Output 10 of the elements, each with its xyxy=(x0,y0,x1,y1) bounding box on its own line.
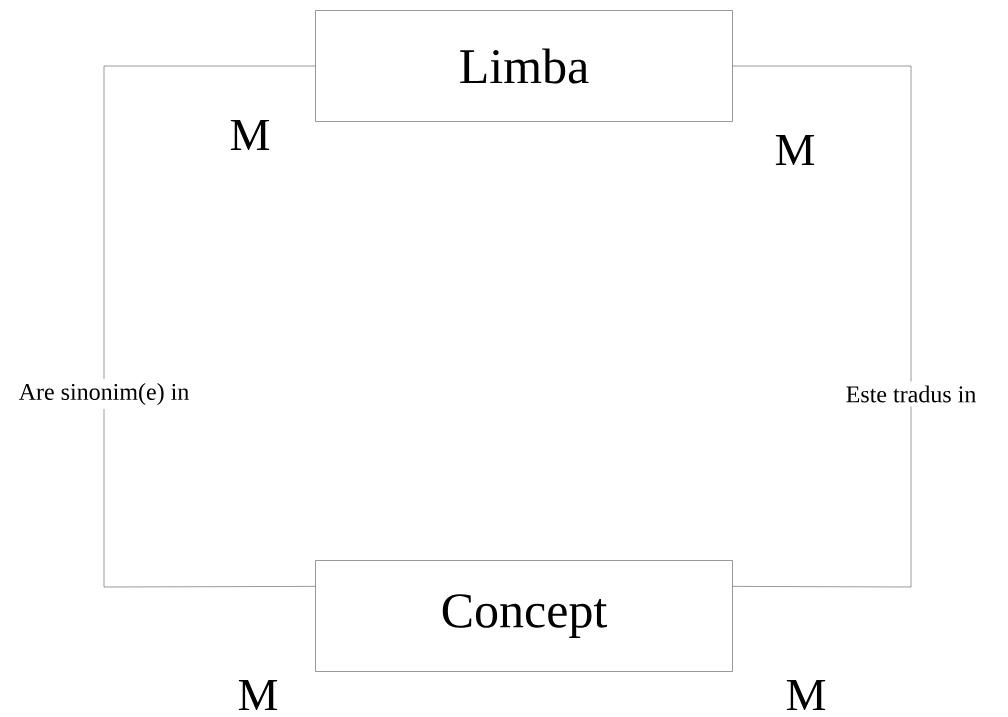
cardinality-label: M xyxy=(238,679,278,711)
cardinality-label: M xyxy=(230,119,270,151)
cardinality-label: M xyxy=(786,679,826,711)
relationship-line xyxy=(103,65,316,588)
relationship-line xyxy=(732,65,912,588)
entity-box: Limba xyxy=(315,10,733,122)
entity-box: Concept xyxy=(315,560,733,672)
edge-label: Este tradus in xyxy=(841,381,981,407)
cardinality-label: M xyxy=(775,134,815,166)
edge-label: Are sinonim(e) in xyxy=(14,379,194,409)
